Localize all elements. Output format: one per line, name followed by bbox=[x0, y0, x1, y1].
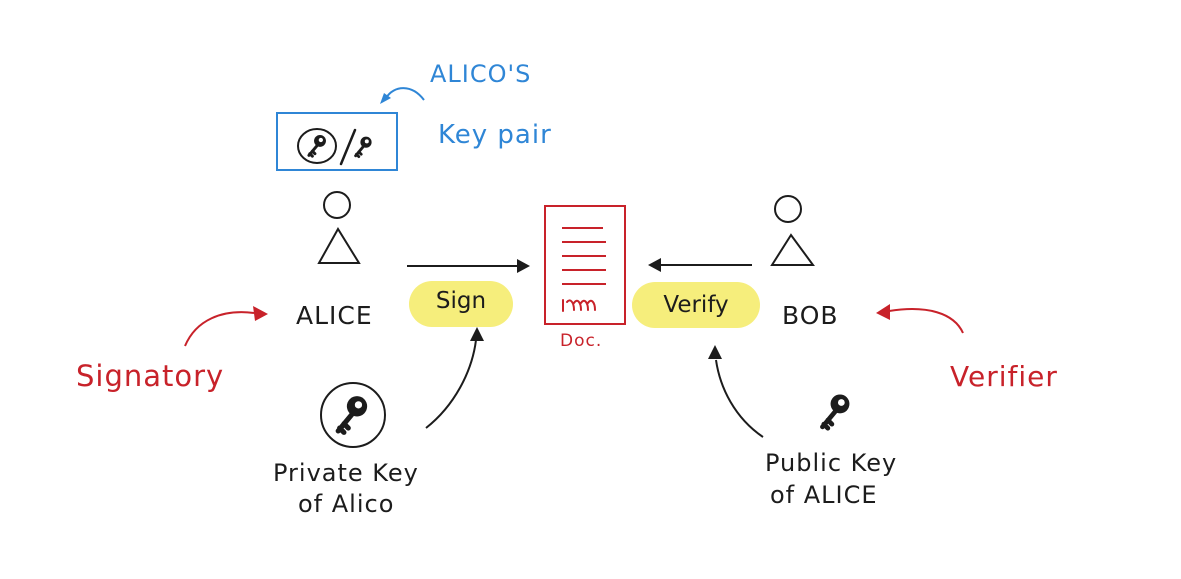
slash-divider bbox=[341, 130, 355, 164]
alice-person-icon bbox=[319, 192, 359, 263]
signatory-arrow bbox=[185, 312, 254, 346]
public-key-caption-line2: of ALICE bbox=[770, 483, 878, 507]
private-key-arrow bbox=[426, 340, 476, 428]
keypair-note-line1: ALICO'S bbox=[430, 62, 531, 86]
private-key-large-icon bbox=[338, 396, 367, 432]
private-key-caption-line1: Private Key bbox=[273, 461, 419, 485]
private-key-caption-line2: of Alico bbox=[298, 492, 394, 516]
sign-highlight: Sign bbox=[409, 281, 513, 327]
public-key-arrow-head bbox=[708, 345, 722, 359]
private-key-arrow-head bbox=[470, 327, 484, 341]
verify-highlight: Verify bbox=[632, 282, 760, 328]
public-key-large-icon bbox=[822, 394, 849, 428]
public-key-arrow bbox=[716, 360, 763, 437]
bob-label: BOB bbox=[782, 303, 839, 328]
bob-person-icon bbox=[772, 196, 813, 265]
document-label: Doc. bbox=[560, 333, 602, 350]
verify-arrow-head bbox=[648, 258, 661, 272]
public-key-icon bbox=[356, 137, 372, 157]
private-key-icon bbox=[309, 135, 326, 156]
verifier-label: Verifier bbox=[950, 363, 1058, 391]
verify-label: Verify bbox=[632, 282, 760, 328]
sign-label: Sign bbox=[409, 281, 513, 321]
document-icon bbox=[545, 206, 625, 324]
keypair-note-line2: Key pair bbox=[438, 122, 552, 148]
signatory-label: Signatory bbox=[76, 362, 224, 391]
alice-label: ALICE bbox=[296, 303, 373, 328]
sign-arrow-head bbox=[517, 259, 530, 273]
keypair-box bbox=[277, 113, 397, 170]
signatory-arrow-head bbox=[253, 306, 268, 321]
public-key-caption-line1: Public Key bbox=[765, 451, 897, 475]
verifier-arrow bbox=[889, 309, 963, 333]
keypair-arrow bbox=[386, 88, 424, 100]
verifier-arrow-head bbox=[876, 304, 890, 320]
